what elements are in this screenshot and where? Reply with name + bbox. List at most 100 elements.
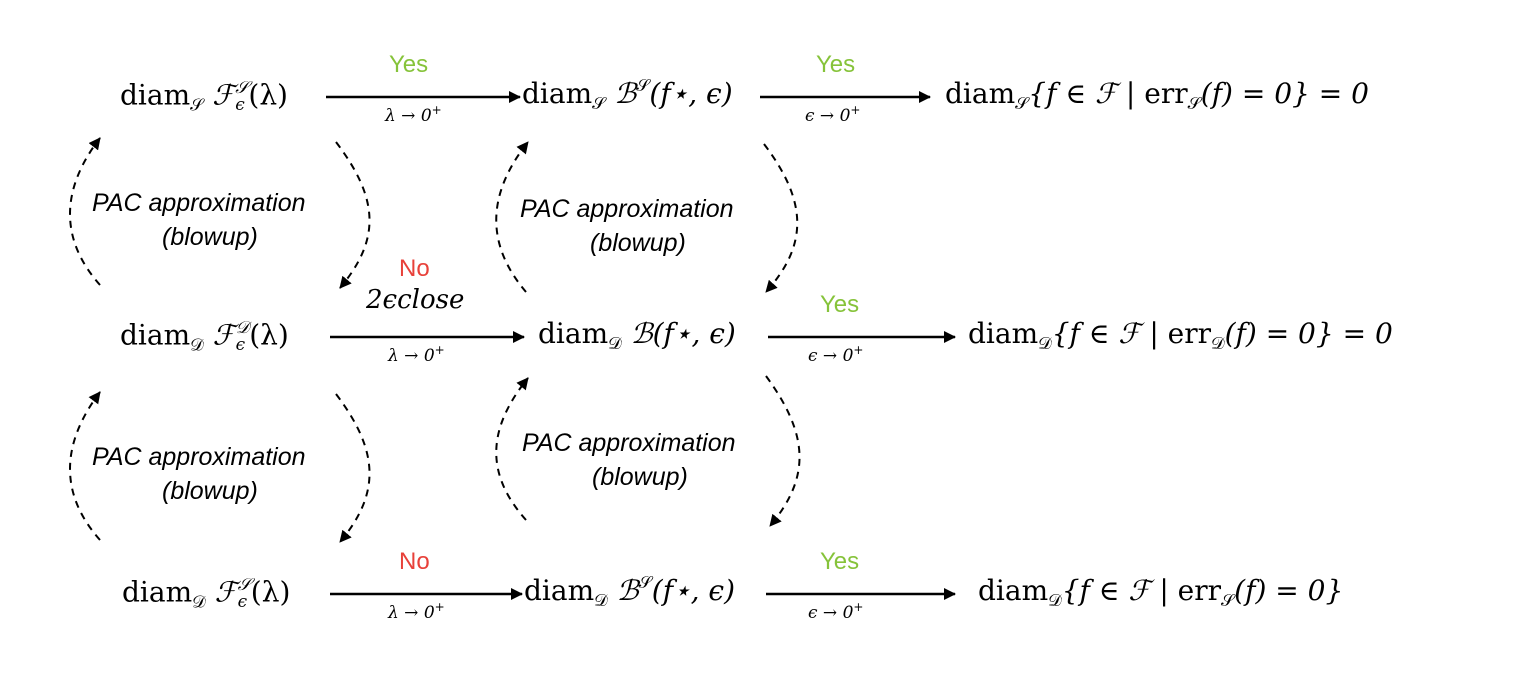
set-open: {f ∈ ℱ | xyxy=(1051,317,1168,350)
set-close: (f) = 0} = 0 xyxy=(1200,77,1369,110)
condition-sup: + xyxy=(850,103,861,117)
dashed-arrow-down-c2-top xyxy=(763,143,799,293)
condition-text: λ → 0 xyxy=(388,346,435,367)
verdict-r1-a2: Yes xyxy=(816,51,856,78)
condition-sup: + xyxy=(431,103,442,117)
set-open: {f ∈ ℱ | xyxy=(1028,77,1145,110)
family-superscript: 𝒮 xyxy=(235,78,249,98)
condition-r1-a1: λ → 0+ xyxy=(385,104,442,125)
condition-sup: + xyxy=(853,343,864,357)
node-r1-c3: diam𝒮{f ∈ ℱ | err𝒮(f) = 0} = 0 xyxy=(945,77,1369,113)
condition-text: ϵ → 0 xyxy=(808,603,854,624)
pac-label-c1-bottom: PAC approximation (blowup) xyxy=(92,440,306,508)
pac-line2: (blowup) xyxy=(162,477,258,505)
dashed-arrow-down-c1-top xyxy=(335,141,371,289)
node-r3-c2: diam𝒟 ℬ𝒮(f⋆, ϵ) xyxy=(524,574,736,610)
dashed-arrow-up-c1-bottom xyxy=(69,391,101,541)
pac-line1: PAC approximation xyxy=(522,429,736,457)
condition-sup: + xyxy=(853,600,864,614)
verdict-r2-a1: No xyxy=(399,255,430,282)
set-close: (f) = 0} xyxy=(1234,574,1344,607)
family-symbol: ℱ xyxy=(212,318,235,352)
family-symbol: ℱ xyxy=(212,78,235,112)
diam-subscript: 𝒟 xyxy=(608,333,622,354)
err-op: err xyxy=(1144,77,1188,110)
condition-r1-a2: ϵ → 0+ xyxy=(805,104,860,125)
ball-symbol: ℬ xyxy=(630,317,653,350)
verdict-r2-a2: Yes xyxy=(820,291,860,318)
ball-superscript: 𝒮 xyxy=(638,573,652,594)
pac-line2: (blowup) xyxy=(162,223,258,251)
pac-line2: (blowup) xyxy=(590,229,686,257)
diam-op: diam xyxy=(968,317,1039,350)
family-subscript: ϵ xyxy=(237,592,248,612)
diam-op: diam xyxy=(122,575,193,609)
ball-argument: (f⋆, ϵ) xyxy=(652,317,736,350)
family-superscript: 𝒮 xyxy=(237,575,251,595)
condition-r2-a2: ϵ → 0+ xyxy=(808,344,863,365)
condition-sup: + xyxy=(434,600,445,614)
err-subscript: 𝒮 xyxy=(1187,93,1201,114)
family-subscript: ϵ xyxy=(235,335,246,355)
dashed-arrow-up-c2-top xyxy=(495,141,529,293)
node-r2-c2: diam𝒟 ℬ(f⋆, ϵ) xyxy=(538,317,736,353)
node-r2-c3: diam𝒟{f ∈ ℱ | err𝒟(f) = 0} = 0 xyxy=(968,317,1393,353)
family-argument: (λ) xyxy=(249,318,289,352)
diam-op: diam xyxy=(120,78,191,112)
pac-line1: PAC approximation xyxy=(92,189,306,217)
diam-subscript: 𝒮 xyxy=(190,95,204,116)
diam-op: diam xyxy=(945,77,1016,110)
family-argument: (λ) xyxy=(248,78,288,112)
diam-subscript: 𝒟 xyxy=(1048,590,1062,611)
node-r3-c3: diam𝒟{f ∈ ℱ | err𝒮(f) = 0} xyxy=(978,574,1344,610)
set-close: (f) = 0} = 0 xyxy=(1224,317,1393,350)
diam-subscript: 𝒟 xyxy=(192,592,206,613)
condition-text: λ → 0 xyxy=(385,106,432,127)
diam-op: diam xyxy=(978,574,1049,607)
condition-r3-a2: ϵ → 0+ xyxy=(808,601,863,622)
pac-line1: PAC approximation xyxy=(520,195,734,223)
condition-r3-a1: λ → 0+ xyxy=(388,601,445,622)
diam-subscript: 𝒟 xyxy=(1038,333,1052,354)
ball-argument: (f⋆, ϵ) xyxy=(649,77,733,110)
dashed-arrow-down-c1-bottom xyxy=(335,393,371,543)
pac-label-c2-bottom: PAC approximation (blowup) xyxy=(522,426,736,494)
diam-op: diam xyxy=(120,318,191,352)
family-argument: (λ) xyxy=(250,575,291,609)
verdict-r1-a1: Yes xyxy=(389,51,429,78)
closeness-label: 2ϵclose xyxy=(366,285,465,315)
diam-op: diam xyxy=(524,574,595,607)
err-subscript: 𝒮 xyxy=(1221,590,1235,611)
pac-line1: PAC approximation xyxy=(92,443,306,471)
dashed-arrow-up-c1-top xyxy=(69,137,101,286)
err-op: err xyxy=(1177,574,1221,607)
condition-r2-a1: λ → 0+ xyxy=(388,344,445,365)
condition-sup: + xyxy=(434,343,445,357)
err-subscript: 𝒟 xyxy=(1211,333,1225,354)
family-symbol: ℱ xyxy=(214,575,237,609)
diam-subscript: 𝒮 xyxy=(1015,93,1029,114)
diam-subscript: 𝒟 xyxy=(594,590,608,611)
diam-subscript: 𝒮 xyxy=(592,93,606,114)
dashed-arrow-up-c2-bottom xyxy=(495,377,529,521)
ball-symbol: ℬ xyxy=(614,77,637,110)
ball-superscript: 𝒮 xyxy=(636,76,650,97)
family-superscript: 𝒟 xyxy=(235,318,250,338)
err-op: err xyxy=(1167,317,1211,350)
family-subscript: ϵ xyxy=(235,95,245,115)
pac-line2: (blowup) xyxy=(592,463,688,491)
condition-text: ϵ → 0 xyxy=(805,106,851,127)
verdict-r3-a2: Yes xyxy=(820,548,860,575)
node-r1-c2: diam𝒮 ℬ𝒮(f⋆, ϵ) xyxy=(522,77,733,113)
diam-op: diam xyxy=(538,317,609,350)
ball-argument: (f⋆, ϵ) xyxy=(651,574,736,607)
dashed-arrow-down-c2-bottom xyxy=(765,375,801,527)
pac-label-c1-top: PAC approximation (blowup) xyxy=(92,186,306,254)
set-open: {f ∈ ℱ | xyxy=(1061,574,1178,607)
ball-symbol: ℬ xyxy=(616,574,639,607)
condition-text: ϵ → 0 xyxy=(808,346,854,367)
